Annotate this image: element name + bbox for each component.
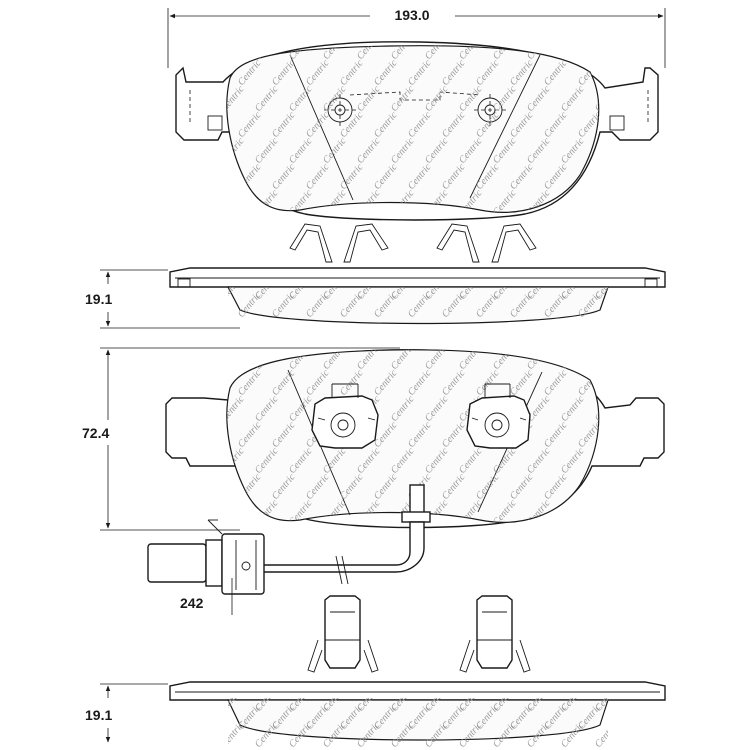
watermark-text: Centric xyxy=(593,271,621,301)
watermark-text: Centric xyxy=(593,31,621,61)
watermark-text: Centric xyxy=(219,497,247,527)
watermark-text: Centric xyxy=(219,187,247,217)
width-dimension: 193.0 xyxy=(167,7,666,68)
height-dimension: 72.4 xyxy=(82,347,400,531)
sensor-length-dimension: 242 xyxy=(180,578,233,615)
thickness-top-label: 19.1 xyxy=(85,291,112,307)
abutment-clips-bottom xyxy=(307,595,531,673)
sensor-length-label: 242 xyxy=(180,595,204,611)
mounting-spring-right xyxy=(466,383,531,449)
abutment-clips-top xyxy=(289,223,537,263)
width-dimension-label: 193.0 xyxy=(394,7,429,23)
watermark-text: Centric xyxy=(559,31,587,61)
height-dimension-label: 72.4 xyxy=(82,425,109,441)
watermark-text: Centric xyxy=(593,341,621,371)
watermark-text: Centric xyxy=(593,187,621,217)
watermark-text: Centric xyxy=(593,683,621,713)
watermark-text: Centric xyxy=(593,497,621,527)
watermark-text: Centric xyxy=(219,31,247,61)
thickness-dimension-bottom: 19.1 xyxy=(85,683,168,743)
thickness-bottom-label: 19.1 xyxy=(85,707,112,723)
watermark-text: Centric xyxy=(559,341,587,371)
watermark-text: Centric xyxy=(219,341,247,371)
wear-sensor xyxy=(147,484,431,595)
mounting-spring-left xyxy=(311,383,379,449)
thickness-dimension-top: 19.1 xyxy=(85,269,240,329)
watermark-text: Centric xyxy=(219,719,247,749)
